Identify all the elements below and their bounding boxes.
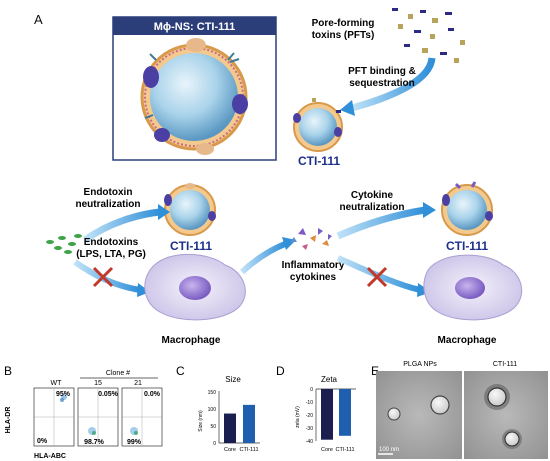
zeta-cat-cti: CTI-111 (335, 447, 354, 453)
endotoxins-line2: (LPS, LTA, PG) (76, 249, 146, 260)
c21-top-pct: 0.0% (144, 391, 161, 398)
cytokine-neut-line1: Cytokine (351, 190, 394, 201)
box-title: Mϕ-NS: CTI-111 (154, 21, 236, 33)
zeta-bar-core (321, 389, 333, 440)
pft-cluster-icon (392, 8, 465, 63)
tem-image-plga (376, 371, 462, 459)
inflammatory-line1: Inflammatory (282, 260, 345, 271)
c15-top-pct: 0.05% (98, 391, 119, 398)
zeta-tick-30: -30 (306, 426, 313, 432)
cti-particle-middle-icon (164, 183, 216, 236)
flow-plot-wt (33, 387, 75, 447)
endotoxin-neut-line1: Endotoxin (84, 187, 133, 198)
size-tick-100: 100 (208, 407, 217, 413)
large-nanosponge-icon (140, 38, 248, 155)
size-tick-50: 50 (210, 424, 216, 430)
endotoxin-macrophage-arrow (73, 259, 141, 293)
cti-particle-top-icon (293, 98, 343, 152)
zeta-tick-0: 0 (310, 387, 313, 393)
panel-c-label: C (176, 364, 185, 378)
c15-bottom-pct: 98.7% (84, 439, 105, 446)
zeta-ylabel: zeta (mV) (295, 406, 301, 428)
macrophage-right-label: Macrophage (438, 335, 497, 346)
panel-e-tem-images: E PLGA NPs CTI-111 100 nm (371, 361, 548, 459)
zeta-tick-40: -40 (306, 439, 313, 445)
endotoxin-neut-line2: neutralization (75, 199, 140, 210)
tem-image-cti (464, 371, 548, 459)
wt-label: WT (51, 380, 63, 387)
size-cat-cti: CTI-111 (239, 447, 258, 453)
zeta-tick-10: -10 (306, 400, 313, 406)
tem-right-title: CTI-111 (493, 361, 517, 368)
block-x-icon-left (92, 266, 114, 288)
b-x-axis-label: HLA-ABC (34, 453, 66, 460)
pft-binding-arrow (351, 57, 436, 112)
clone-label: Clone # (106, 370, 130, 377)
size-chart-title: Size (225, 375, 241, 384)
macrophage-cytokine-arrow (239, 241, 287, 275)
panel-a-label: A (34, 12, 43, 27)
size-tick-150: 150 (208, 390, 217, 396)
pft-label-line2: toxins (PFTs) (312, 30, 375, 41)
tem-left-title: PLGA NPs (403, 361, 437, 368)
block-x-icon-right (366, 266, 388, 288)
tem-scale-bar: 100 nm (379, 447, 399, 453)
panel-d-label: D (276, 364, 285, 378)
c21-bottom-pct: 99% (127, 439, 142, 446)
cytokine-neut-arrow (336, 206, 426, 240)
pft-label-line1: Pore-forming (312, 18, 375, 29)
size-bar-core (224, 413, 236, 443)
pft-binding-line1: PFT binding & (348, 66, 416, 77)
b-y-axis-label: HLA-DR (5, 407, 12, 434)
endotoxin-macrophage-arrowhead (137, 283, 150, 297)
cytokine-macrophage-arrow (336, 255, 421, 293)
endotoxins-line1: Endotoxins (84, 237, 139, 248)
endotoxin-neut-arrowhead (158, 204, 170, 220)
wt-top-pct: 95% (56, 391, 71, 398)
wt-bottom-pct: 0% (37, 438, 48, 445)
size-ylabel: Size (nm) (198, 410, 204, 432)
panel-d-zeta-chart: D Zeta zeta (mV) 0 -10 -20 -30 -40 Core … (276, 364, 356, 453)
zeta-chart-title: Zeta (321, 375, 338, 384)
clone-15-label: 15 (94, 380, 102, 387)
panel-e-label: E (371, 364, 379, 378)
cytokines-icon (290, 228, 332, 250)
inflammatory-line2: cytokines (290, 272, 337, 283)
cti-particle-right-icon (441, 181, 493, 236)
panel-c-size-chart: C Size Size (nm) 150 100 50 0 Core CTI-1… (176, 364, 260, 453)
cti-label-right: CTI-111 (446, 239, 488, 253)
endotoxins-icon (46, 234, 82, 254)
size-cat-core: Core (224, 447, 236, 453)
pft-binding-line2: sequestration (349, 78, 415, 89)
macrophage-left-icon (144, 253, 246, 321)
zeta-bar-cti (339, 389, 351, 436)
flow-plot-clone15 (77, 387, 119, 447)
macrophage-right-icon (423, 254, 523, 321)
flow-plot-clone21 (121, 387, 163, 447)
cytokine-neut-line2: neutralization (339, 202, 404, 213)
zeta-cat-core: Core (321, 447, 333, 453)
pft-binding-arrowhead (340, 100, 355, 116)
zeta-tick-20: -20 (306, 413, 313, 419)
macrophage-left-label: Macrophage (162, 335, 221, 346)
cti-label-middle: CTI-111 (170, 239, 212, 253)
panel-b-label: B (4, 364, 12, 378)
nanosponge-detail-box: Mϕ-NS: CTI-111 (112, 16, 277, 161)
size-tick-0: 0 (213, 441, 216, 447)
clone-21-label: 21 (134, 380, 142, 387)
panel-b-flow-cytometry: B WT Clone # 15 21 HLA-DR HLA-ABC 95% 0%… (4, 364, 163, 460)
endotoxin-neut-arrow (82, 208, 161, 243)
size-bar-cti (243, 404, 255, 443)
cytokine-neut-arrowhead (423, 202, 436, 218)
panel-a-diagram: A Mϕ-NS: CTI-111 (34, 8, 523, 346)
cti-label-top: CTI-111 (298, 154, 340, 168)
